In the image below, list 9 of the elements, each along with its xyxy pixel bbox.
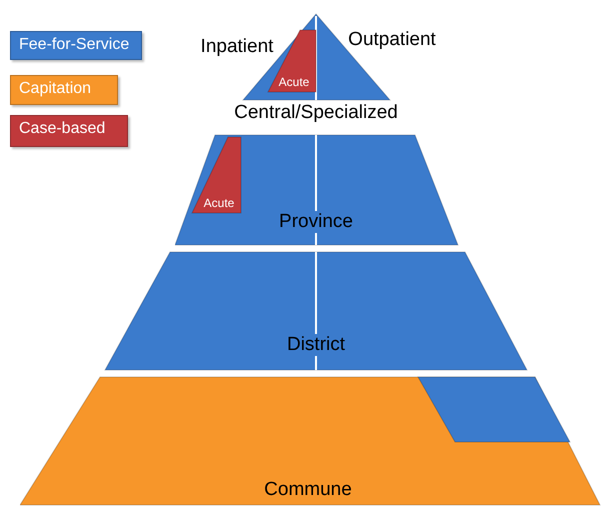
legend-label: Fee-for-Service bbox=[19, 36, 130, 53]
column-heading: Inpatient bbox=[200, 36, 274, 58]
tier-label: Commune bbox=[264, 479, 352, 501]
tier-label: Central/Specialized bbox=[234, 102, 398, 124]
segment-label: Acute bbox=[204, 196, 234, 210]
segment-label: Acute bbox=[278, 75, 310, 89]
legend-label: Case-based bbox=[19, 120, 106, 137]
column-heading: Outpatient bbox=[348, 29, 436, 51]
legend-label: Capitation bbox=[19, 80, 92, 97]
